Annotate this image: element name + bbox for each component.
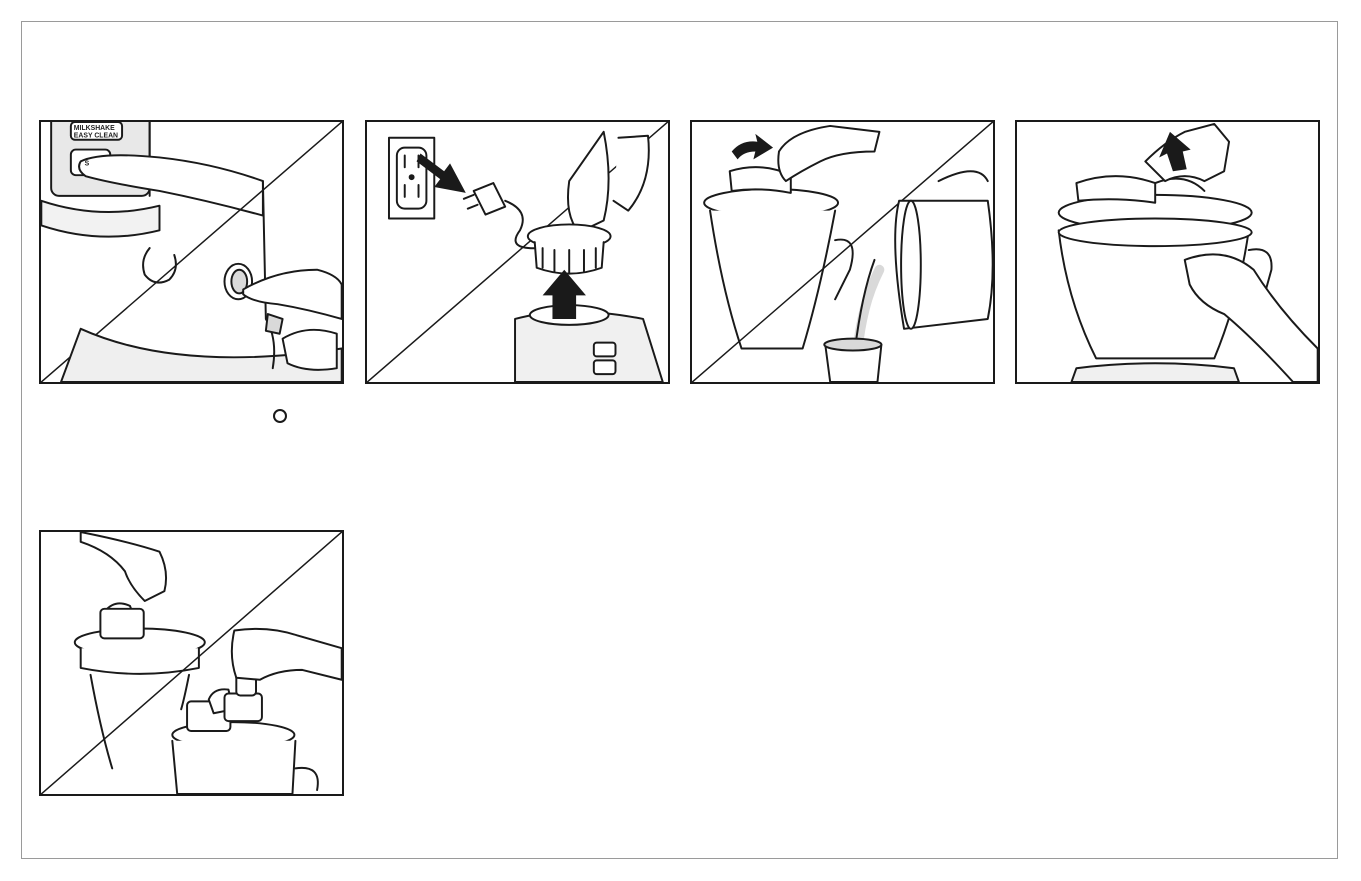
button-label-partial: S [85,160,90,167]
step-illustration-remove-lid [1015,120,1320,384]
power-off-circle-icon [273,409,287,423]
pour-illustration [692,122,993,382]
cap-tamper-illustration [41,532,342,794]
button-label-milkshake: MILKSHAKE [74,125,115,132]
unplug-illustration [367,122,668,382]
step-illustration-cap-tamper [39,530,344,796]
button-label-easy-clean: EASY CLEAN [74,133,118,140]
step-illustration-unplug-lift [365,120,670,384]
turn-off-illustration: MILKSHAKE EASY CLEAN S [41,122,342,382]
step-illustration-pour [690,120,995,384]
remove-lid-illustration [1017,122,1318,382]
step-illustration-turn-off: MILKSHAKE EASY CLEAN S [39,120,344,384]
